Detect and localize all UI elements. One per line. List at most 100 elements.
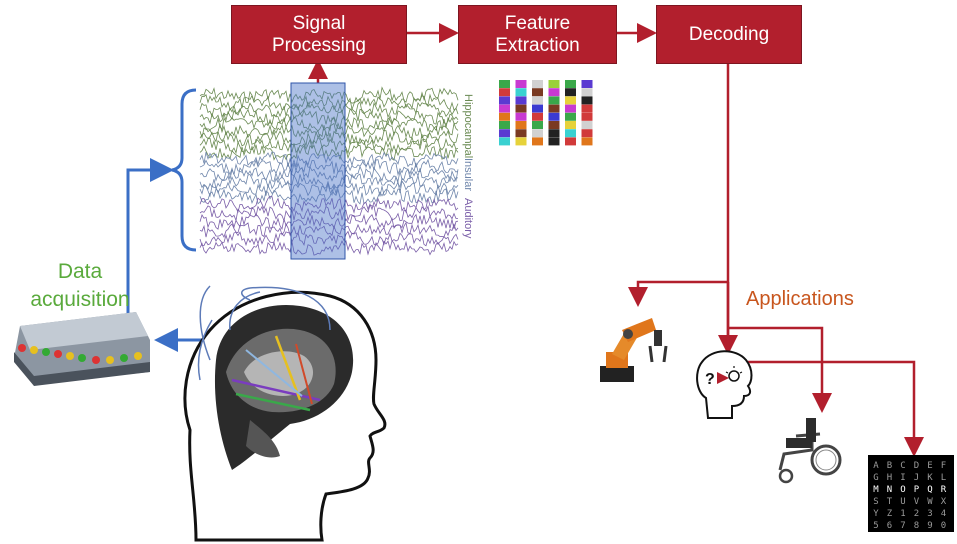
eeg-trace bbox=[199, 173, 459, 190]
feature-cell bbox=[565, 129, 576, 138]
eeg-traces bbox=[199, 86, 459, 256]
eeg-trace bbox=[199, 239, 459, 256]
feature-cell bbox=[499, 121, 510, 129]
eeg-trace bbox=[199, 230, 459, 247]
speller-letter: K bbox=[927, 473, 933, 483]
speller-letter: L bbox=[941, 473, 946, 483]
eeg-trace bbox=[199, 213, 459, 230]
speller-letter: A bbox=[873, 461, 879, 471]
speller-letter: X bbox=[941, 497, 947, 507]
speller-letter: 6 bbox=[887, 521, 892, 531]
feature-extraction-box: Feature Extraction bbox=[458, 5, 617, 64]
eeg-trace bbox=[199, 179, 459, 198]
speller-letter: J bbox=[914, 473, 919, 483]
eeg-trace bbox=[199, 158, 459, 176]
feature-cell bbox=[515, 80, 527, 88]
analysis-window bbox=[290, 82, 346, 260]
eeg-trace bbox=[199, 187, 459, 205]
applications-label: Applications bbox=[746, 288, 854, 310]
feature-cell bbox=[565, 80, 576, 88]
speller-letter: V bbox=[914, 497, 920, 507]
speller-letter: D bbox=[914, 461, 919, 471]
eeg-trace bbox=[199, 165, 459, 183]
speller-letter: Y bbox=[873, 509, 879, 519]
eeg-trace bbox=[199, 204, 458, 222]
eeg-trace bbox=[199, 121, 459, 140]
feature-cell bbox=[515, 104, 527, 113]
feature-cell bbox=[548, 112, 560, 121]
head-with-electrodes bbox=[183, 285, 387, 542]
eeg-trace bbox=[199, 143, 459, 161]
feature-cell bbox=[532, 121, 543, 129]
speller-letter: R bbox=[941, 485, 947, 495]
speller-letter: E bbox=[927, 461, 932, 471]
feature-cell bbox=[548, 121, 560, 129]
speller-letter: 1 bbox=[900, 509, 905, 519]
speller-letter: 9 bbox=[927, 521, 932, 531]
speller-screen bbox=[868, 455, 954, 532]
speller-letter: B bbox=[887, 461, 892, 471]
eeg-trace bbox=[199, 115, 459, 132]
speller-letter: 2 bbox=[914, 509, 919, 519]
speller-letter: Z bbox=[887, 509, 893, 519]
feature-cell bbox=[548, 137, 560, 146]
speller-letter: G bbox=[873, 473, 878, 483]
speller-letter: 0 bbox=[941, 521, 946, 531]
feature-cell bbox=[565, 112, 576, 121]
eeg-trace bbox=[199, 195, 459, 214]
speller-letter: 4 bbox=[941, 509, 946, 519]
speller-letter: 3 bbox=[927, 509, 932, 519]
feature-cell bbox=[515, 129, 527, 138]
feature-cell bbox=[515, 137, 527, 146]
speller-letter: S bbox=[873, 497, 878, 507]
feature-cell bbox=[565, 96, 576, 105]
speller-letter: Q bbox=[927, 485, 932, 495]
speller-letter: 7 bbox=[900, 521, 905, 531]
acquisition-arrows bbox=[126, 158, 218, 352]
feature-cell bbox=[532, 96, 543, 105]
feature-cell bbox=[581, 88, 593, 97]
feature-cell bbox=[548, 80, 560, 88]
thinking-head-icon: ? bbox=[696, 350, 753, 419]
eeg-trace bbox=[199, 221, 459, 238]
signal-processing-box: Signal Processing bbox=[231, 5, 407, 64]
feature-cell bbox=[565, 104, 576, 113]
feature-cell bbox=[532, 129, 543, 138]
feature-matrix bbox=[499, 80, 593, 146]
decoding-label: Decoding bbox=[688, 23, 770, 45]
speller-letter: N bbox=[887, 485, 892, 495]
feature-cell bbox=[532, 80, 543, 88]
speller-letter: U bbox=[900, 497, 905, 507]
eeg-trace bbox=[199, 93, 459, 112]
feature-cell bbox=[581, 129, 593, 138]
feature-cell bbox=[532, 88, 543, 97]
eeg-trace bbox=[199, 101, 459, 119]
feature-cell bbox=[548, 104, 560, 113]
feature-cell bbox=[581, 112, 593, 121]
channel-group-hippocampal: Hippocampal bbox=[462, 94, 474, 159]
channel-brace bbox=[171, 88, 197, 252]
feature-cell bbox=[565, 88, 576, 97]
data-acquisition-label: Data acquisition bbox=[30, 260, 130, 311]
svg-text:?: ? bbox=[705, 371, 715, 388]
feature-cell bbox=[581, 104, 593, 113]
feature-cell bbox=[499, 112, 510, 121]
speller-letter: O bbox=[900, 485, 905, 495]
wheelchair-icon bbox=[778, 418, 842, 484]
feature-cell bbox=[581, 121, 593, 129]
feature-cell bbox=[548, 96, 560, 105]
signal-processing-label: Signal Processing bbox=[272, 12, 366, 56]
feature-cell bbox=[581, 80, 593, 88]
feature-cell bbox=[581, 137, 593, 146]
feature-cell bbox=[515, 112, 527, 121]
robotic-arm-icon bbox=[600, 318, 668, 382]
speller-letter: 5 bbox=[873, 521, 878, 531]
feature-cell bbox=[499, 137, 510, 146]
eeg-trace bbox=[199, 129, 459, 148]
speller-letter: C bbox=[900, 461, 905, 471]
feature-cell bbox=[565, 137, 576, 146]
speller-letter: W bbox=[927, 497, 933, 507]
feature-cell bbox=[532, 137, 543, 146]
